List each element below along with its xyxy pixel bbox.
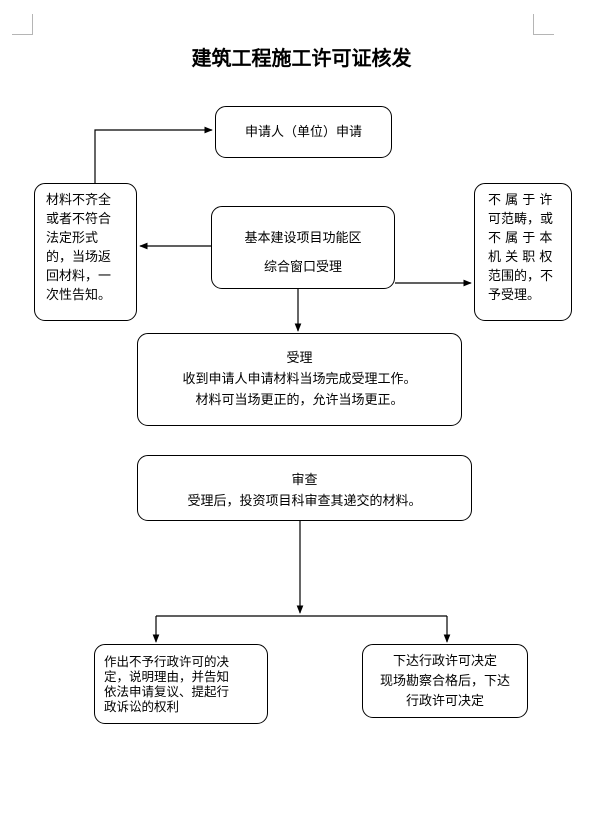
arrow-return-to-apply <box>94 126 213 183</box>
incomplete-line-6: 次性告知。 <box>46 288 112 303</box>
out-of-scope-line-2: 可范畴，或 <box>488 212 554 227</box>
deny-line-2: 定，说明理由，并告知 <box>104 669 230 684</box>
deny-line-4: 政诉讼的权利 <box>104 699 180 714</box>
out-of-scope-line-6: 予受理。 <box>488 288 541 303</box>
deny-line-1: 作出不予行政许可的决 <box>104 654 230 669</box>
incomplete-line-2: 或者不符合 <box>46 212 112 227</box>
apply-box: 申请人（单位）申请 <box>215 106 392 158</box>
incomplete-materials-box: 材料不齐全 或者不符合 法定形式 的，当场返 回材料，一 次性告知。 <box>34 183 137 321</box>
window-line-1: 基本建设项目功能区 <box>244 231 362 246</box>
crop-mark-top-right <box>533 14 554 35</box>
deny-permit-box: 作出不予行政许可的决 定，说明理由，并告知 依法申请复议、提起行 政诉讼的权利 <box>94 644 268 724</box>
acceptance-line-2: 材料可当场更正的，允许当场更正。 <box>195 393 404 408</box>
acceptance-heading: 受理 <box>286 351 313 366</box>
out-of-scope-line-3: 不 属 于 本 <box>488 231 553 246</box>
acceptance-line-1: 收到申请人申请材料当场完成受理工作。 <box>182 372 417 387</box>
out-of-scope-line-4: 机 关 职 权 <box>488 250 553 265</box>
approve-line-3: 行政许可决定 <box>405 694 484 709</box>
apply-text: 申请人（单位）申请 <box>244 125 362 140</box>
diagram-title: 建筑工程施工许可证核发 <box>191 46 412 70</box>
review-line-1: 受理后，投资项目科审查其递交的材料。 <box>187 494 422 509</box>
acceptance-box: 受理 收到申请人申请材料当场完成受理工作。 材料可当场更正的，允许当场更正。 <box>137 333 462 426</box>
approve-line-2: 现场勘察合格后，下达 <box>379 674 510 689</box>
out-of-scope-line-5: 范围的，不 <box>488 269 554 284</box>
window-line-2: 综合窗口受理 <box>263 260 342 275</box>
incomplete-line-4: 的，当场返 <box>46 250 112 265</box>
incomplete-line-1: 材料不齐全 <box>46 193 112 208</box>
review-box: 审查 受理后，投资项目科审查其递交的材料。 <box>137 455 472 521</box>
review-heading: 审查 <box>291 473 318 488</box>
window-acceptance-box: 基本建设项目功能区 综合窗口受理 <box>211 206 395 289</box>
crop-mark-top-left <box>12 14 33 35</box>
deny-line-3: 依法申请复议、提起行 <box>104 684 230 699</box>
incomplete-line-5: 回材料，一 <box>46 269 112 284</box>
approve-permit-box: 下达行政许可决定 现场勘察合格后，下达 行政许可决定 <box>362 644 528 718</box>
approve-line-1: 下达行政许可决定 <box>392 654 497 669</box>
out-of-scope-line-1: 不 属 于 许 <box>488 193 553 208</box>
incomplete-line-3: 法定形式 <box>46 231 99 246</box>
out-of-scope-box: 不 属 于 许 可范畴，或 不 属 于 本 机 关 职 权 范围的，不 予受理。 <box>474 183 572 321</box>
